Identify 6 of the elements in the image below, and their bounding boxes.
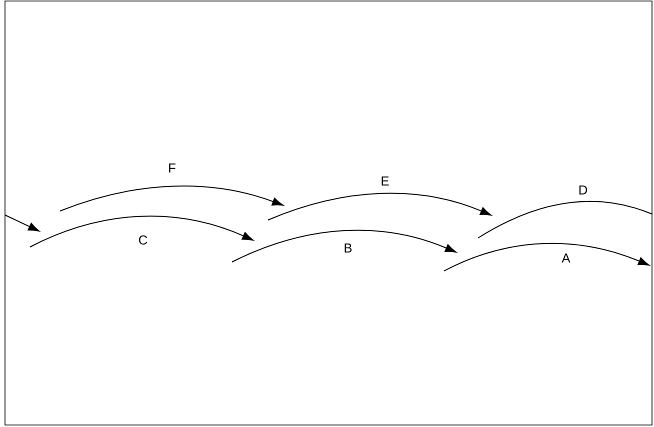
- arrow-label: A: [562, 254, 570, 262]
- arrow-label: B: [344, 244, 352, 252]
- arrow-label: D: [579, 186, 588, 194]
- arrow-label: F: [169, 164, 176, 172]
- arrow-label: E: [382, 176, 389, 186]
- arrow-label: C: [138, 235, 148, 245]
